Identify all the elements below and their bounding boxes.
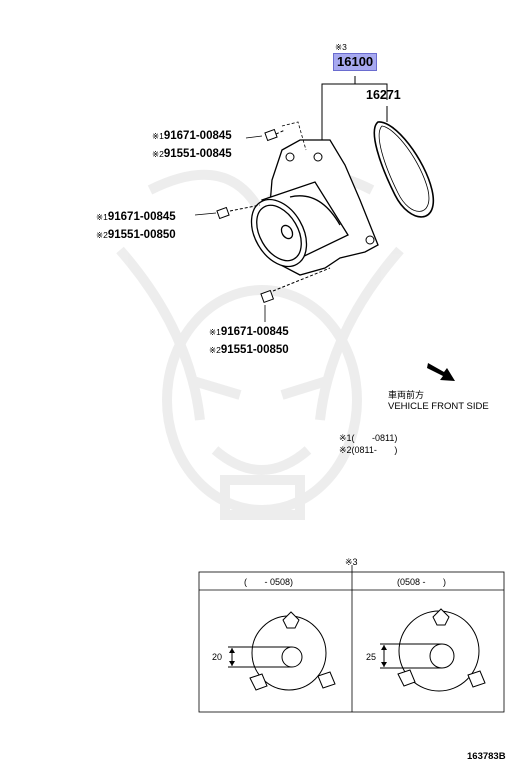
direction-label: 車両前方 VEHICLE FRONT SIDE [388,389,489,413]
note-1-marker: ※1 [339,433,352,443]
bolt-top-number-2[interactable]: 91551-00845 [163,148,232,160]
detail-col-2-dimension: 25 [366,652,377,662]
bolt-top-labels: ※191671-00845 ※291551-00845 [152,126,232,162]
detail-col-1-dimension: 20 [212,652,223,662]
leader-16100-belt [355,83,388,100]
bolt-bottom-labels: ※191671-00845 ※291551-00850 [209,322,289,358]
bolt-bottom-marker-2: ※2 [209,345,221,355]
bolt-top-marker-1: ※1 [152,131,164,141]
main-part-marker: ※3 [335,42,347,52]
bolt-top-number-1[interactable]: 91671-00845 [163,130,232,142]
bolt-bottom-number-1[interactable]: 91671-00845 [220,326,289,338]
bolt-mid-marker-2: ※2 [96,230,108,240]
belt-part-number[interactable]: 16271 [366,88,401,102]
pump-pulley [250,181,349,268]
bolt-mid-icon [216,204,261,220]
bolt-mid-labels: ※191671-00845 ※291551-00850 [96,207,176,243]
direction-japanese: 車両前方 [388,390,425,400]
detail-table-marker: ※3 [345,557,358,567]
direction-english: VEHICLE FRONT SIDE [388,401,489,412]
bolt-mid-number-1[interactable]: 91671-00845 [107,211,176,223]
bolt-top-marker-2: ※2 [152,149,164,159]
detail-pulley-right [380,608,486,692]
bolt-top-icon [264,128,286,142]
note-2-range: (0811- ) [351,445,398,455]
illustration-id: 163783B [467,751,506,762]
front-direction-arrow-icon [427,363,455,381]
date-notes: ※1( -0811) ※2(0811- ) [339,432,397,456]
main-part-number[interactable]: 16100 [333,53,378,71]
note-2: ※2(0811- ) [339,444,397,456]
note-2-marker: ※2 [339,445,352,455]
detail-col-1-header: ( - 0508) [244,577,294,587]
note-1-range: ( -0811) [351,433,398,443]
bolt-bottom-marker-1: ※1 [209,327,221,337]
leader-16100 [321,76,356,150]
detail-col-2-header: (0508 - ) [397,577,447,587]
bolt-mid-marker-1: ※1 [96,212,108,222]
detail-table-frame [198,565,505,713]
bolt-mid-number-2[interactable]: 91551-00850 [107,229,176,241]
bolt-bottom-icon [260,267,331,304]
note-1: ※1( -0811) [339,432,397,444]
detail-pulley-left [228,611,336,691]
gasket-ring [373,121,435,218]
bolt-bottom-number-2[interactable]: 91551-00850 [220,344,289,356]
